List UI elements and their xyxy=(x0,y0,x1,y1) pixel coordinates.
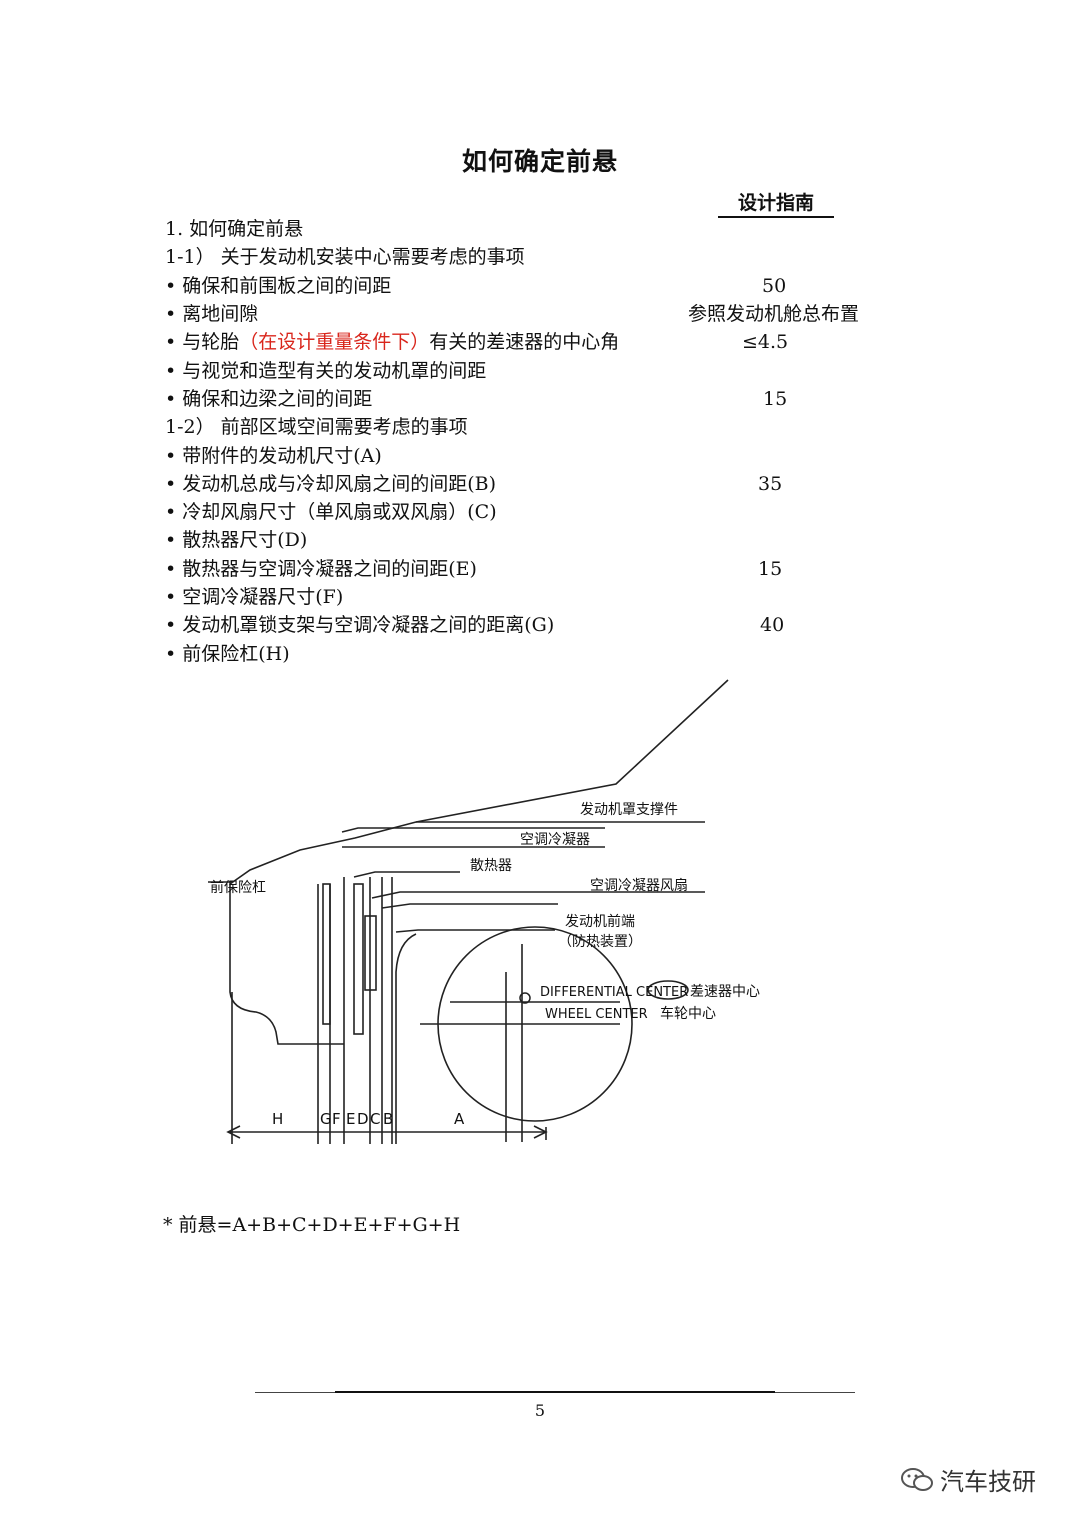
label-heat-shield: （防热装置） xyxy=(558,934,642,950)
list-item: • 空调冷凝器尺寸(F) xyxy=(165,586,344,608)
wechat-icon xyxy=(901,1467,933,1491)
list-item: • 前保险杠(H) xyxy=(165,643,290,665)
list-item: • 确保和边梁之间的间距 xyxy=(165,388,373,410)
list-item: • 散热器尺寸(D) xyxy=(165,529,308,551)
design-guide-heading: 设计指南 xyxy=(718,188,834,218)
label-front-bumper: 前保险杠 xyxy=(210,879,266,896)
list-item-value: ≤4.5 xyxy=(742,331,789,353)
label-wheel-center-cn: 车轮中心 xyxy=(660,1005,716,1022)
label-ac-condenser-fan: 空调冷凝器风扇 xyxy=(590,878,688,894)
dim-label-a: A xyxy=(454,1110,465,1128)
list-item: • 与轮胎（在设计重量条件下）有关的差速器的中心角 xyxy=(165,330,619,354)
bumper-outline xyxy=(229,884,344,1045)
list-item-value: 参照发动机舱总布置 xyxy=(688,303,860,325)
label-engine-front: 发动机前端 xyxy=(565,913,635,930)
dim-label-f: F xyxy=(332,1110,341,1128)
dim-label-e: E xyxy=(346,1110,355,1128)
overhang-formula: * 前悬=A+B+C+D+E+F+G+H xyxy=(163,1214,461,1236)
differential-center-marker xyxy=(519,992,531,1004)
list-item: • 与视觉和造型有关的发动机罩的间距 xyxy=(165,360,487,382)
page-number: 5 xyxy=(534,1401,546,1420)
hood-outline xyxy=(229,679,729,885)
label-radiator: 散热器 xyxy=(470,858,512,874)
front-overhang-diagram: 发动机罩支撑件 空调冷凝器 散热器 空调冷凝器风扇 发动机前端 （防热装置） 前… xyxy=(208,679,760,1144)
section-heading: 1. 如何确定前悬 xyxy=(165,218,304,240)
list-item-value: 15 xyxy=(758,558,783,580)
dim-label-b: B xyxy=(383,1110,393,1128)
dim-label-c: C xyxy=(370,1110,380,1128)
list-item-value: 50 xyxy=(762,275,787,297)
footer-rule-bold xyxy=(335,1391,775,1393)
list-item: • 发动机总成与冷却风扇之间的间距(B) xyxy=(165,473,497,495)
list-item: • 带附件的发动机尺寸(A) xyxy=(165,445,382,467)
label-ac-condenser: 空调冷凝器 xyxy=(520,832,590,848)
list-item: • 离地间隙 xyxy=(165,303,259,325)
dim-label-g: G xyxy=(320,1110,332,1128)
list-item: • 冷却风扇尺寸（单风扇或双风扇）(C) xyxy=(165,501,497,523)
label-wheel-center: WHEEL CENTER xyxy=(545,1007,648,1022)
list-item-value: 40 xyxy=(760,614,785,636)
label-hood-support: 发动机罩支撑件 xyxy=(580,802,678,818)
dim-label-d: D xyxy=(357,1110,369,1128)
list-item-value: 15 xyxy=(763,388,788,410)
watermark-text: 汽车技研 xyxy=(940,1468,1036,1496)
list-item-text-post: 有关的差速器的中心角 xyxy=(429,331,620,353)
list-item: • 发动机罩锁支架与空调冷凝器之间的距离(G) xyxy=(165,614,555,636)
list-item: • 散热器与空调冷凝器之间的间距(E) xyxy=(165,558,477,580)
label-differential-center-cn: 差速器中心 xyxy=(690,984,760,1000)
list-item-text-pre: • 与轮胎 xyxy=(165,331,240,353)
label-differential-center: DIFFERENTIAL CENTER xyxy=(540,985,688,1000)
list-item-highlight: （在设计重量条件下） xyxy=(239,331,430,353)
page-title: 如何确定前悬 xyxy=(461,147,618,176)
watermark: 汽车技研 xyxy=(900,1462,1036,1497)
list-item-value: 35 xyxy=(758,473,783,495)
list-item: • 确保和前围板之间的间距 xyxy=(165,275,392,297)
subsection-heading: 1-1） 关于发动机安装中心需要考虑的事项 xyxy=(165,246,525,268)
dim-label-h: H xyxy=(272,1110,283,1128)
subsection-heading: 1-2） 前部区域空间需要考虑的事项 xyxy=(165,416,468,438)
